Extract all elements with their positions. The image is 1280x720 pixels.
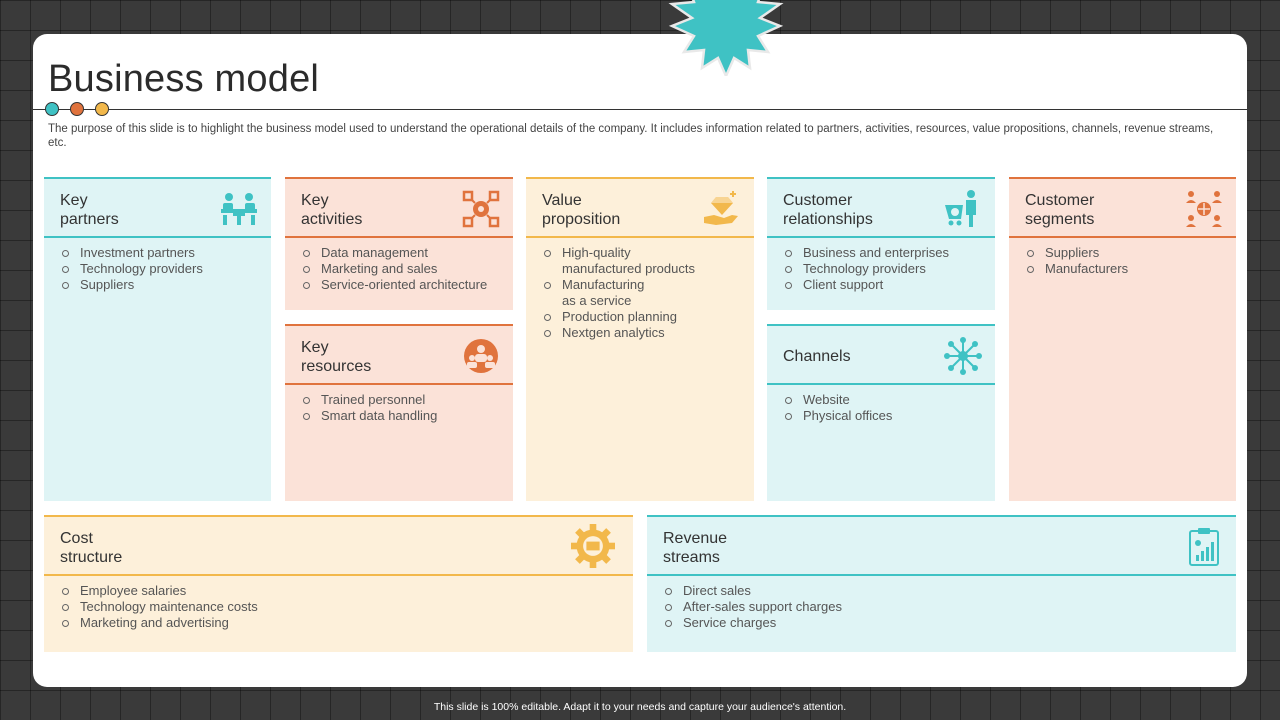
list-item: Service-oriented architecture	[303, 277, 487, 293]
item-list: Data management Marketing and sales Serv…	[303, 245, 487, 293]
list-item: Investment partners	[62, 245, 203, 261]
gear-network-icon	[462, 190, 500, 228]
list-item: Manufacturing	[544, 277, 695, 293]
card-title-line2: structure	[60, 549, 123, 566]
list-item: Physical offices	[785, 408, 892, 424]
list-item: Suppliers	[62, 277, 203, 293]
item-list: Investment partners Technology providers…	[62, 245, 203, 293]
list-item: Technology maintenance costs	[62, 599, 258, 615]
list-item: After-sales support charges	[665, 599, 842, 615]
card-key-resources: Key resources Trained personnel Smart da…	[285, 324, 513, 501]
item-list: Website Physical offices	[785, 392, 892, 424]
card-key-partners: Key partners Investment partners Technol…	[44, 177, 271, 501]
list-item: Data management	[303, 245, 487, 261]
teal-dot	[45, 102, 59, 116]
yellow-dot	[95, 102, 109, 116]
card-cost-structure: Cost structure Employee salaries Technol…	[44, 515, 633, 652]
item-list: Business and enterprises Technology prov…	[785, 245, 949, 293]
card-title-line1: Revenue	[663, 530, 728, 547]
item-list: Suppliers Manufacturers	[1027, 245, 1128, 277]
clipboard-chart-icon	[1189, 528, 1219, 566]
card-title-line1: Customer	[783, 192, 853, 209]
slide-description: The purpose of this slide is to highligh…	[48, 123, 1214, 149]
card-value-proposition: Value proposition High-quality manufactu…	[526, 177, 754, 501]
list-item: High-quality	[544, 245, 695, 261]
card-key-activities: Key activities Data management Marketing…	[285, 177, 513, 310]
meeting-icon	[221, 193, 257, 225]
list-item: Website	[785, 392, 892, 408]
team-gear-icon	[464, 339, 498, 373]
card-channels: Channels Website Physical offices	[767, 324, 995, 501]
card-title-line2: activities	[301, 211, 363, 228]
diamond-hand-icon	[704, 191, 738, 225]
list-item-continuation: as a service	[562, 293, 632, 308]
list-item: Smart data handling	[303, 408, 437, 424]
people-network-icon	[1186, 191, 1222, 227]
starburst-decoration	[668, 0, 784, 76]
footer-note: This slide is 100% editable. Adapt it to…	[433, 701, 847, 713]
list-item: Technology providers	[62, 261, 203, 277]
item-list: Trained personnel Smart data handling	[303, 392, 437, 424]
title-rule	[33, 109, 1247, 110]
list-item: Trained personnel	[303, 392, 437, 408]
item-list: Direct sales After-sales support charges…	[665, 583, 842, 631]
shopper-cart-icon	[945, 190, 976, 227]
money-gear-icon	[571, 524, 615, 568]
item-list: Employee salaries Technology maintenance…	[62, 583, 258, 631]
card-title-line2: segments	[1025, 211, 1095, 228]
card-title-line2: resources	[301, 358, 372, 375]
card-customer-segments: Customer segments Suppliers Manufacturer…	[1009, 177, 1236, 501]
list-item: Marketing and advertising	[62, 615, 258, 631]
list-item: Service charges	[665, 615, 842, 631]
list-item: Marketing and sales	[303, 261, 487, 277]
list-item: Suppliers	[1027, 245, 1128, 261]
hub-network-icon	[944, 337, 982, 375]
card-title-line2: streams	[663, 549, 720, 566]
card-title-line2: partners	[60, 211, 119, 228]
card-title-line1: Value	[542, 192, 582, 209]
card-revenue-streams: Revenue streams Direct sales After-sales…	[647, 515, 1236, 652]
card-title-line2: relationships	[783, 211, 873, 228]
card-title: Channels	[783, 348, 851, 365]
item-list: High-quality manufactured products Manuf…	[544, 245, 695, 341]
page-title: Business model	[48, 58, 320, 100]
list-item: Direct sales	[665, 583, 842, 599]
card-title-line1: Cost	[60, 530, 93, 547]
card-title-line1: Customer	[1025, 192, 1095, 209]
card-title-line2: proposition	[542, 211, 621, 228]
list-item: Technology providers	[785, 261, 949, 277]
list-item: Business and enterprises	[785, 245, 949, 261]
card-title-line1: Key	[301, 339, 329, 356]
list-item-continuation: manufactured products	[562, 261, 695, 276]
card-title-line1: Key	[301, 192, 329, 209]
list-item: Client support	[785, 277, 949, 293]
card-customer-relationships: Customer relationships Business and ente…	[767, 177, 995, 310]
card-title-line1: Key	[60, 192, 88, 209]
list-item: Employee salaries	[62, 583, 258, 599]
list-item: Production planning	[544, 309, 695, 325]
orange-dot	[70, 102, 84, 116]
list-item: Nextgen analytics	[544, 325, 695, 341]
list-item: Manufacturers	[1027, 261, 1128, 277]
